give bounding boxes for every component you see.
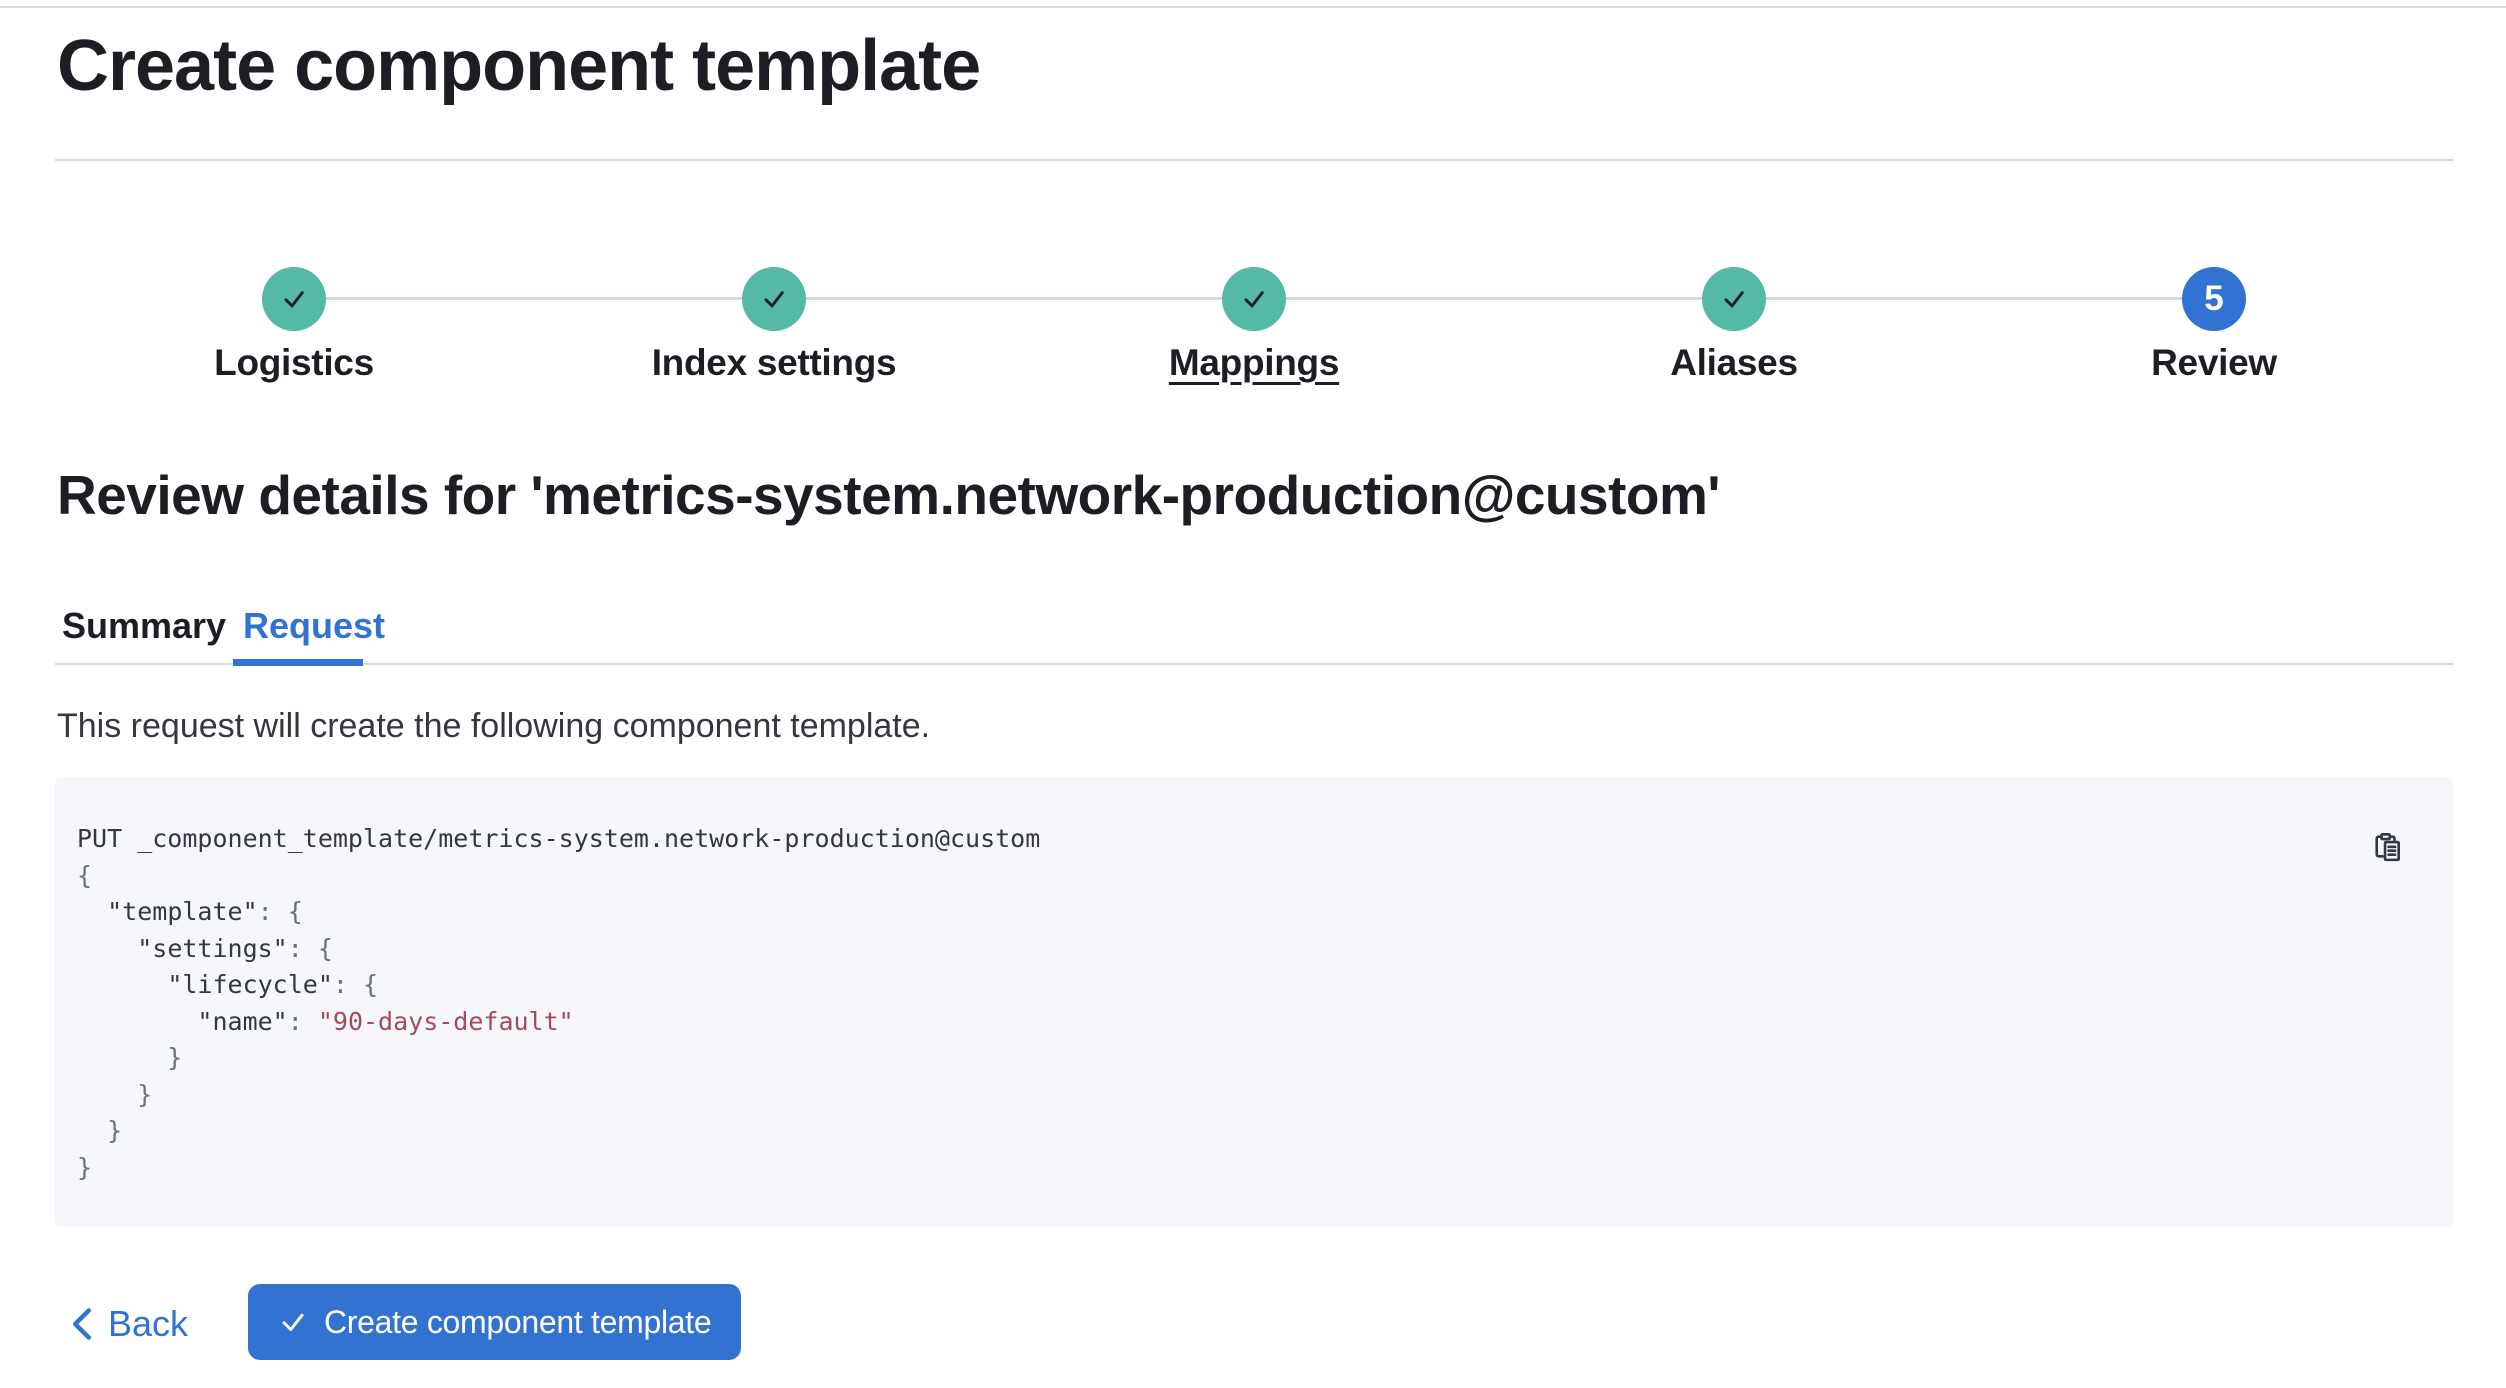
step-label: Aliases bbox=[1670, 342, 1798, 383]
copy-clipboard-icon[interactable] bbox=[2367, 827, 2409, 869]
review-heading: Review details for 'metrics-system.netwo… bbox=[57, 464, 1721, 526]
code-line: "name": "90-days-default" bbox=[197, 1006, 574, 1036]
tabs-bottom-border bbox=[55, 663, 2453, 665]
step-label: Index settings bbox=[651, 342, 897, 383]
back-button-label: Back bbox=[108, 1303, 189, 1344]
tab-summary[interactable]: Summary bbox=[62, 605, 227, 646]
code-line: "lifecycle": { bbox=[167, 970, 379, 999]
step-logistics[interactable]: Logistics bbox=[54, 267, 534, 385]
step-aliases[interactable]: Aliases bbox=[1494, 267, 1974, 385]
step-complete-check-icon bbox=[1702, 267, 1766, 331]
code-line: } bbox=[77, 1152, 93, 1182]
code-line: "settings": { bbox=[137, 933, 333, 963]
step-index-settings[interactable]: Index settings bbox=[534, 267, 1014, 385]
create-component-template-button[interactable]: Create component template bbox=[248, 1284, 742, 1360]
step-number-badge: 5 bbox=[2182, 267, 2246, 331]
step-complete-check-icon bbox=[742, 267, 806, 331]
check-icon bbox=[278, 1307, 308, 1337]
create-button-label: Create component template bbox=[324, 1303, 712, 1340]
code-line: } bbox=[77, 1116, 123, 1145]
step-complete-check-icon bbox=[1222, 267, 1286, 331]
step-label: Logistics bbox=[214, 342, 374, 383]
page-title: Create component template bbox=[57, 26, 981, 106]
code-line: } bbox=[77, 1043, 183, 1072]
title-divider bbox=[55, 159, 2453, 161]
request-code-block: PUT _component_template/metrics-system.n… bbox=[55, 777, 2453, 1227]
step-label: Mappings bbox=[1168, 342, 1340, 383]
code-line: PUT _component_template/metrics-system.n… bbox=[77, 824, 1041, 853]
step-mappings[interactable]: Mappings bbox=[1014, 267, 1494, 385]
chevron-left-icon bbox=[70, 1307, 94, 1341]
tab-request[interactable]: Request bbox=[243, 605, 386, 646]
code-line: } bbox=[77, 1079, 153, 1109]
back-button[interactable]: Back bbox=[70, 1300, 188, 1348]
active-tab-indicator bbox=[233, 659, 363, 666]
code-line: { bbox=[77, 860, 93, 890]
step-complete-check-icon bbox=[262, 267, 326, 331]
code-line: "template": { bbox=[107, 897, 303, 926]
request-description: This request will create the following c… bbox=[57, 707, 931, 745]
code-content: PUT _component_template/metrics-system.n… bbox=[77, 821, 1040, 1186]
step-label: Review bbox=[2151, 342, 2277, 383]
top-divider bbox=[0, 6, 2506, 8]
